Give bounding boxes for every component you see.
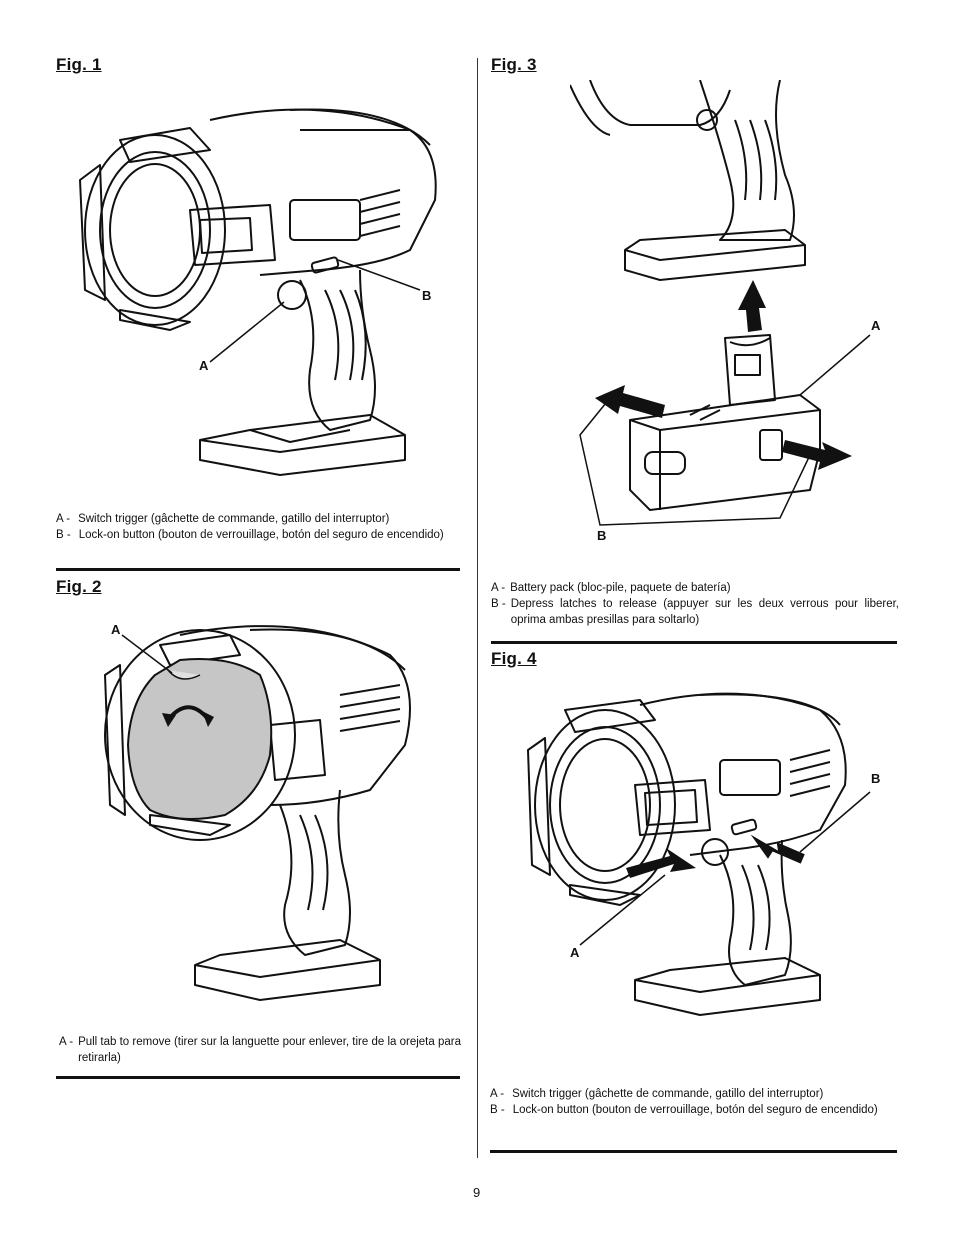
- legend-key: A -: [59, 1036, 74, 1048]
- fig1-legend-item-b: B - Lock-on button (bouton de verrouilla…: [56, 527, 464, 543]
- legend-key: A -: [56, 513, 71, 525]
- fig2-divider: [56, 1076, 460, 1079]
- fig1-legend: A - Switch trigger (gâchette de commande…: [56, 511, 464, 543]
- fig2-spotlight-illustration: [104, 625, 411, 1001]
- legend-key: B -: [56, 529, 71, 541]
- fig2-legend-item-a: A - Pull tab to remove (tirer sur la lan…: [59, 1034, 463, 1066]
- fig4-spotlight-illustration: [527, 692, 871, 1016]
- legend-key: A -: [490, 1088, 505, 1100]
- legend-text: Switch trigger (gâchette de commande, ga…: [78, 513, 390, 525]
- page-number: 9: [473, 1185, 481, 1200]
- legend-text: Battery pack (bloc-pile, paquete de bate…: [510, 582, 731, 594]
- fig3-callout-a: A: [871, 318, 881, 333]
- fig2-legend: A - Pull tab to remove (tirer sur la lan…: [59, 1034, 463, 1066]
- fig2-callout-a: A: [111, 622, 121, 637]
- fig1-callout-b: B: [422, 288, 432, 303]
- column-divider: [477, 58, 478, 1158]
- legend-text: Switch trigger (gâchette de commande, ga…: [512, 1088, 824, 1100]
- legend-key: A -: [491, 582, 506, 594]
- fig4-callout-a: A: [570, 945, 580, 960]
- fig1-title: Fig. 1: [56, 55, 102, 74]
- legend-text: Lock-on button (bouton de verrouillage, …: [78, 529, 444, 541]
- fig4-divider: [490, 1150, 897, 1153]
- fig4-legend-item-b: B - Lock-on button (bouton de verrouilla…: [490, 1102, 897, 1118]
- fig3-legend-item-b: B - Depress latches to release (appuyer …: [491, 596, 899, 628]
- fig3-divider: [491, 641, 897, 644]
- fig3-legend: A - Battery pack (bloc-pile, paquete de …: [491, 580, 899, 628]
- fig4-title: Fig. 4: [491, 649, 537, 668]
- legend-key: B -: [491, 598, 506, 610]
- fig4-legend-item-a: A - Switch trigger (gâchette de commande…: [490, 1086, 897, 1102]
- legend-text: Pull tab to remove (tirer sur la languet…: [78, 1036, 461, 1064]
- fig1-divider: [56, 568, 460, 571]
- legend-key: B -: [490, 1104, 505, 1116]
- fig3-legend-item-a: A - Battery pack (bloc-pile, paquete de …: [491, 580, 899, 596]
- fig1-callout-a: A: [199, 358, 209, 373]
- fig3-callout-b: B: [597, 528, 607, 543]
- fig3-title: Fig. 3: [491, 55, 537, 74]
- legend-text: Lock-on button (bouton de verrouillage, …: [512, 1104, 878, 1116]
- fig2-title: Fig. 2: [56, 577, 102, 596]
- fig4-callout-b: B: [871, 771, 881, 786]
- fig4-legend: A - Switch trigger (gâchette de commande…: [490, 1086, 897, 1118]
- fig1-legend-item-a: A - Switch trigger (gâchette de commande…: [56, 511, 464, 527]
- fig1-spotlight-illustration: [79, 108, 437, 476]
- fig3-battery-illustration: [570, 80, 871, 526]
- legend-text: Depress latches to release (appuyer sur …: [510, 598, 899, 626]
